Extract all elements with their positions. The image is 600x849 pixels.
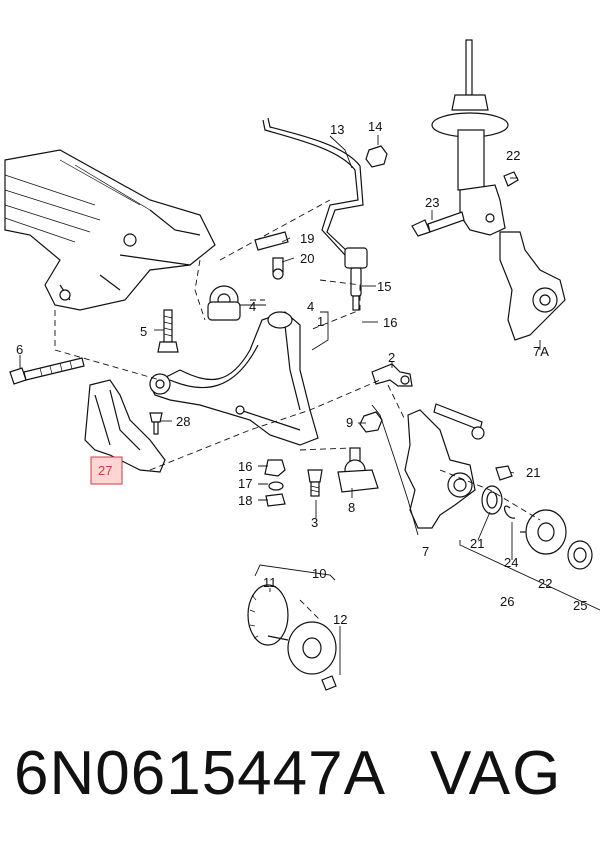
callout-25: 25 (573, 598, 587, 613)
callout-8: 8 (348, 500, 355, 515)
subframe (4, 149, 216, 311)
callout-26: 26 (500, 594, 514, 609)
bolt-6 (9, 357, 85, 385)
callout-19: 19 (300, 231, 314, 246)
callout-4a: 4 (249, 299, 256, 314)
callout-22a: 22 (506, 148, 520, 163)
anti-roll-bar (219, 117, 364, 261)
bolt-5 (157, 309, 179, 353)
callout-12: 12 (333, 612, 347, 627)
callout-14: 14 (368, 119, 382, 134)
exploded-parts-diagram: 13 14 22 23 19 20 15 16 4 4 1 5 6 7A 2 2… (4, 39, 600, 691)
nut-stack (264, 459, 286, 507)
callout-18: 18 (238, 493, 252, 508)
callout-labels: 13 14 22 23 19 20 15 16 4 4 1 5 6 7A 2 2… (16, 119, 587, 627)
steering-knuckle (499, 231, 566, 341)
callout-1: 1 (317, 314, 324, 329)
callout-13: 13 (330, 122, 344, 137)
leader-lines (19, 135, 600, 675)
callout-7: 7 (422, 544, 429, 559)
callout-17: 17 (238, 476, 252, 491)
nut-21 (495, 465, 513, 481)
circlip (503, 505, 516, 519)
callout-21a: 21 (526, 465, 540, 480)
hub-assembly (247, 584, 337, 691)
callout-2: 2 (388, 350, 395, 365)
callout-6: 6 (16, 342, 23, 357)
nut-14 (365, 145, 388, 168)
callout-5: 5 (140, 324, 147, 339)
tie-rod (433, 403, 485, 440)
rubber-bushing (207, 285, 241, 321)
callout-20: 20 (300, 251, 314, 266)
abs-ring (567, 540, 593, 570)
callout-28: 28 (176, 414, 190, 429)
nut-22 (503, 171, 519, 187)
callout-10: 10 (312, 566, 326, 581)
drop-link (344, 247, 368, 311)
wheel-bearing-housing (404, 409, 476, 529)
shock-absorber (431, 39, 509, 236)
part-number: 6N0615447A (14, 739, 386, 808)
nut-9 (359, 411, 383, 433)
clip-28 (149, 412, 163, 435)
callout-3: 3 (311, 515, 318, 530)
bolt-23 (411, 211, 465, 237)
callout-23: 23 (425, 195, 439, 210)
wheel-hub (520, 509, 567, 555)
brand-label: VAG (430, 739, 563, 808)
callout-16b: 16 (238, 459, 252, 474)
ball-joint (337, 447, 379, 493)
callout-22b: 22 (538, 576, 552, 591)
callout-11: 11 (263, 575, 277, 590)
callout-27: 27 (98, 463, 112, 478)
footer: 6N0615447A VAG (0, 735, 600, 845)
highlight-box (90, 456, 123, 485)
callout-16a: 16 (383, 315, 397, 330)
bolt-3 (307, 469, 323, 497)
callout-9: 9 (346, 415, 353, 430)
bracket-2 (371, 363, 413, 387)
callout-15: 15 (377, 279, 391, 294)
bushing-clamp (254, 231, 289, 280)
callout-7a: 7A (533, 344, 549, 359)
deflector-27 (84, 379, 166, 473)
callout-4b: 4 (307, 299, 314, 314)
callout-21b: 21 (470, 536, 484, 551)
wishbone (149, 311, 319, 446)
callout-24: 24 (504, 555, 518, 570)
bearing-21 (481, 485, 503, 515)
